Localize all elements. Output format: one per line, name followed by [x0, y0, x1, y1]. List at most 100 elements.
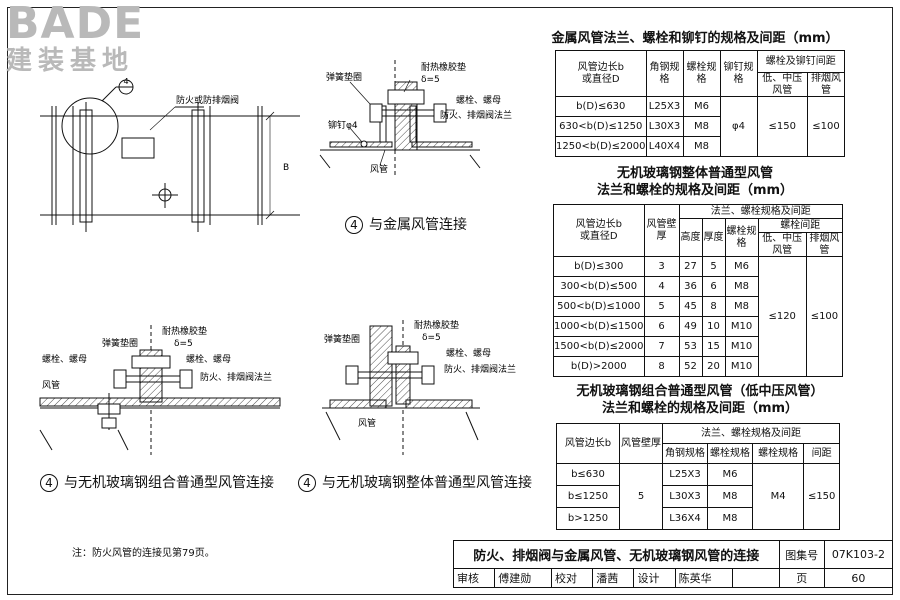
combined-label-spring-washer: 弹簧垫圈: [102, 337, 138, 349]
table1-title: 金属风管法兰、螺栓和铆钉的规格及间距（mm）: [551, 31, 839, 46]
t2-row2-size: 300<b(D)≤500: [553, 276, 645, 297]
check-label: 校对: [551, 568, 594, 588]
review-name: 傅建勋: [494, 568, 553, 588]
caption-integral-number: 4: [298, 474, 316, 492]
caption-metal-text: 与金属风管连接: [369, 217, 467, 233]
integral-label-delta: δ=5: [422, 333, 441, 343]
t1-header-bolt: 螺栓规格: [682, 50, 721, 97]
review-label: 审核: [452, 568, 496, 588]
t3-row3-bolt: M8: [707, 507, 753, 530]
t1-row1-angle: L25X3: [645, 96, 684, 117]
t1-smoke-value: ≤100: [807, 96, 845, 157]
t2-smoke-value: ≤100: [805, 256, 844, 377]
t3-spacing-value: ≤150: [803, 463, 840, 530]
atlas-label: 图集号: [778, 540, 825, 569]
t2-row4-wall: 6: [643, 316, 680, 337]
t2-row2-wall: 4: [643, 276, 680, 297]
t1-row2-angle: L30X3: [645, 116, 684, 137]
signature-area: [731, 568, 780, 588]
t2-row1-wall: 3: [643, 256, 680, 277]
t1-header-angle: 角钢规格: [645, 50, 684, 97]
table2-title-line2: 法兰和螺栓的规格及间距（mm）: [596, 183, 794, 198]
combined-label-bolt-nut-left: 螺栓、螺母: [42, 353, 87, 365]
t2-row6-bolt: M10: [724, 356, 759, 377]
integral-label-valve-flange: 防火、排烟阀法兰: [444, 363, 516, 375]
t2-row4-thickness: 10: [701, 316, 726, 337]
t2-row3-height: 45: [678, 296, 703, 317]
t2-row3-wall: 5: [643, 296, 680, 317]
combined-label-valve-flange: 防火、排烟阀法兰: [200, 371, 272, 383]
t2-header-spacing: 螺栓间距: [757, 218, 844, 233]
caption-integral-text: 与无机玻璃钢整体普通型风管连接: [322, 475, 532, 491]
t1-row1-bolt: M6: [682, 96, 721, 117]
t2-row3-size: 500<b(D)≤1000: [553, 296, 645, 317]
t3-wall-value: 5: [619, 463, 663, 530]
t2-row5-thickness: 15: [701, 336, 726, 357]
t2-row2-bolt: M8: [724, 276, 759, 297]
t2-row6-height: 52: [678, 356, 703, 377]
t2-row5-bolt: M10: [724, 336, 759, 357]
t1-row3-angle: L40X4: [645, 136, 684, 157]
t3-header-angle: 角钢规格: [662, 443, 708, 464]
t3-header-spacing: 间距: [803, 443, 840, 464]
table3-grp-combined-spec: 风管边长b 风管壁厚 法兰、螺栓规格及间距 角钢规格 螺栓规格 螺栓规格 间距 …: [556, 423, 840, 530]
t2-row1-bolt: M6: [724, 256, 759, 277]
integral-grp-detail: [322, 320, 480, 455]
t3-header-rivet: 螺栓规格: [751, 443, 805, 464]
t3-header-bolt: 螺栓规格: [707, 443, 753, 464]
t3-header-flange-group: 法兰、螺栓规格及间距: [662, 423, 840, 444]
caption-metal-number: 4: [345, 216, 363, 234]
t2-header-wall: 风管壁厚: [643, 204, 680, 257]
check-name: 潘茜: [592, 568, 635, 588]
table1-metal-duct-spec: 风管边长b 或直径D 角钢规格 螺栓规格 铆钉规格 螺栓及铆钉间距 低、中压风管…: [555, 50, 846, 157]
t3-row2-size: b≤1250: [556, 485, 620, 508]
metal-label-rivet: 铆钉φ4: [328, 119, 358, 131]
footnote: 注：防火风管的连接见第79页。: [72, 548, 215, 559]
t1-header-low-mid: 低、中压风管: [756, 72, 809, 97]
t1-row3-size: 1250<b(D)≤2000: [555, 136, 647, 157]
combined-label-heat-gasket: 耐热橡胶垫: [162, 325, 207, 337]
t2-header-thickness: 厚度: [701, 218, 726, 257]
t3-row2-angle: L30X3: [662, 485, 708, 508]
t3-row1-angle: L25X3: [662, 463, 708, 486]
t3-row1-size: b≤630: [556, 463, 620, 486]
t2-row4-bolt: M10: [724, 316, 759, 337]
t2-row6-thickness: 20: [701, 356, 726, 377]
plan-label-fire-valve: 防火或防排烟阀: [176, 94, 239, 106]
integral-label-duct: 风管: [358, 417, 376, 429]
brand-logo: BADE 建装基地: [6, 2, 176, 77]
t1-row2-bolt: M8: [682, 116, 721, 137]
t3-row3-size: b>1250: [556, 507, 620, 530]
t2-row3-thickness: 8: [701, 296, 726, 317]
drawing-frame: [7, 7, 893, 595]
metal-label-bolt-nut: 螺栓、螺母: [456, 94, 501, 106]
page-label: 页: [778, 568, 825, 588]
t1-row1-size: b(D)≤630: [555, 96, 647, 117]
combined-label-duct: 风管: [42, 379, 60, 391]
t1-header-rivet: 铆钉规格: [719, 50, 758, 97]
t1-header-smoke: 排烟风管: [807, 72, 845, 97]
combined-label-delta: δ=5: [174, 339, 193, 349]
combined-grp-detail: [39, 325, 281, 455]
plan-view-drawing: [40, 79, 300, 232]
t1-row2-size: 630<b(D)≤1250: [555, 116, 647, 137]
t2-header-height: 高度: [678, 218, 703, 257]
t1-row3-bolt: M8: [682, 136, 721, 157]
caption-integral: 4 与无机玻璃钢整体普通型风管连接: [298, 472, 532, 492]
title-block: 防火、排烟阀与金属风管、无机玻璃钢风管的连接 图集号 07K103-2 审核 傅…: [452, 540, 894, 588]
metal-label-delta: δ=5: [421, 75, 440, 85]
t2-row3-bolt: M8: [724, 296, 759, 317]
t1-low-mid-value: ≤150: [756, 96, 809, 157]
integral-label-spring-washer: 弹簧垫圈: [324, 333, 360, 345]
t1-rivet-value: φ4: [719, 96, 758, 157]
t2-header-size: 风管边长b 或直径D: [553, 204, 645, 257]
metal-duct-detail: [319, 60, 481, 175]
caption-combined-number: 4: [40, 474, 58, 492]
table2-title: 无机玻璃钢整体普通型风管 法兰和螺栓的规格及间距（mm）: [545, 165, 845, 199]
t3-rivet-value: M4: [751, 463, 805, 530]
t1-header-size: 风管边长b 或直径D: [555, 50, 647, 97]
integral-label-bolt-nut: 螺栓、螺母: [446, 347, 491, 359]
t3-row2-bolt: M8: [707, 485, 753, 508]
